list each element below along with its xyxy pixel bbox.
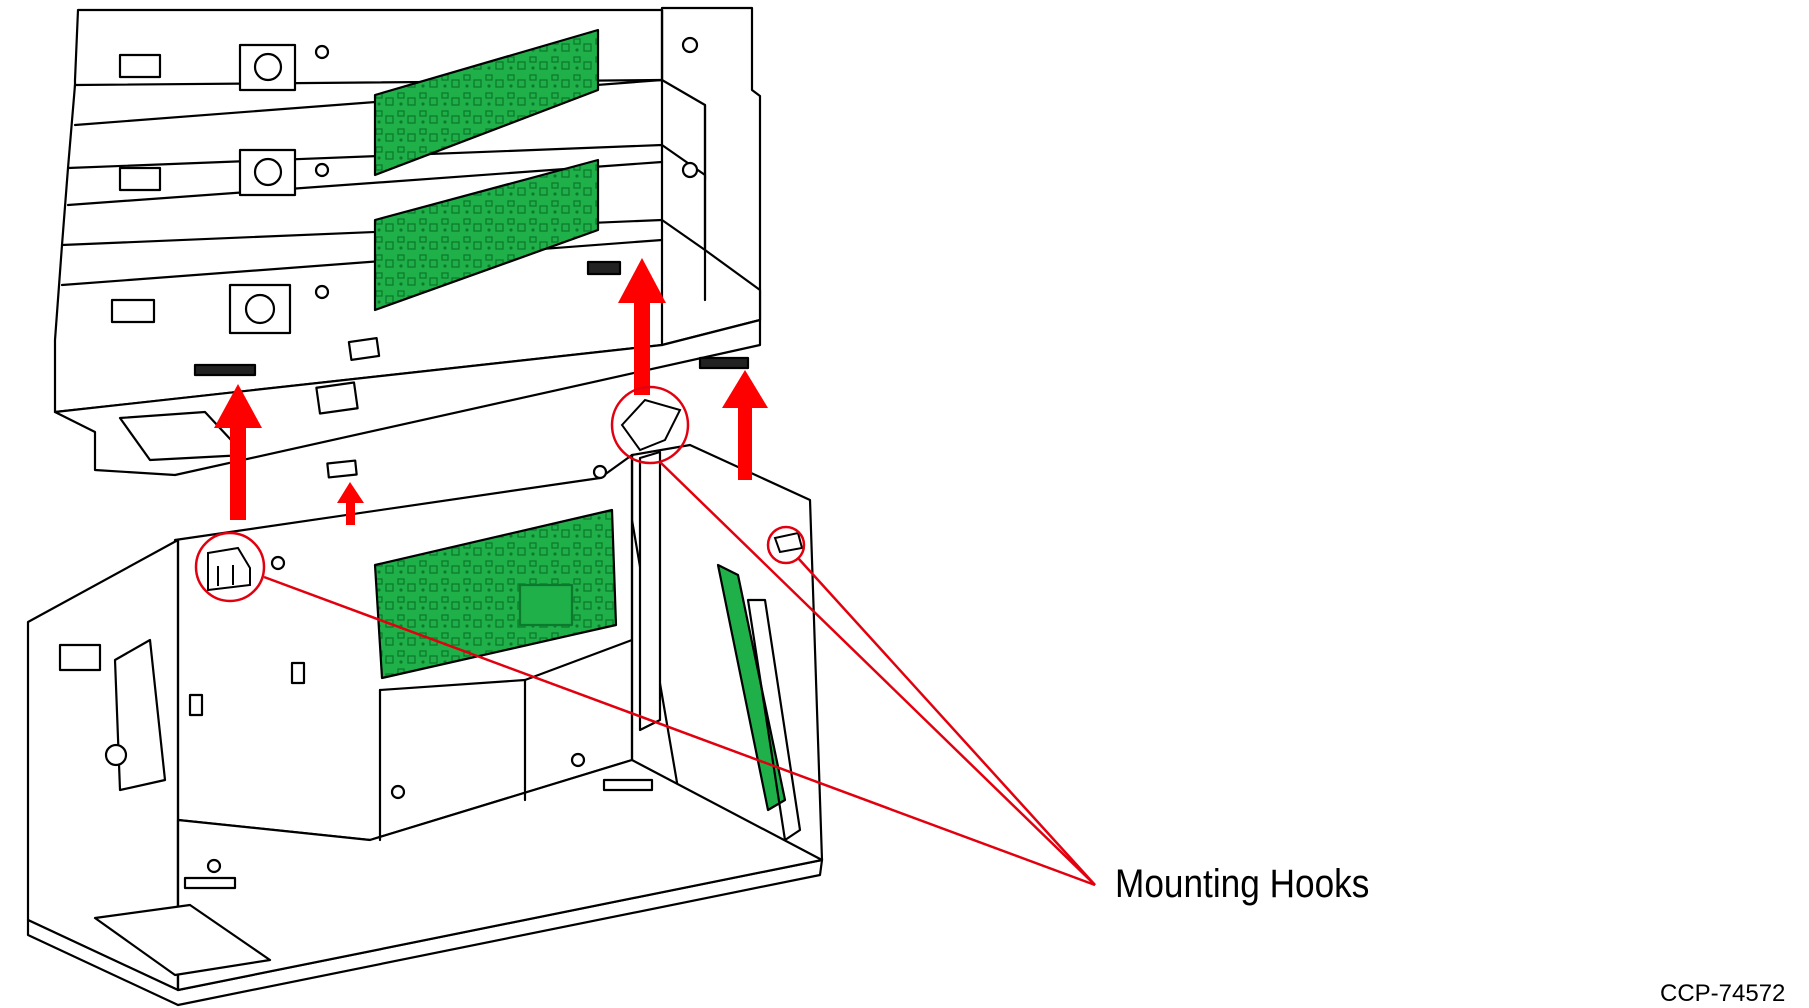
callout-circle-right [766,525,806,565]
lift-arrow-left [214,384,262,520]
figure-id: CCP-74572 [1660,980,1786,1007]
callout-circle-left [194,531,266,603]
roller-1 [228,43,297,335]
hook-shape-center [620,398,682,452]
callout-circle-center [610,385,690,465]
mounting-hook-callouts [194,385,1096,887]
hook-shape-right [773,531,804,554]
callout-leader-left [263,575,1096,887]
callout-leader-center [659,461,1096,886]
lower-circuit-board [373,508,618,680]
mounting-hooks-label: Mounting Hooks [1115,862,1370,906]
lift-arrow-small [337,482,364,525]
callout-leader-right [797,557,1096,886]
lift-arrow-right [722,370,768,480]
lift-arrow-center [618,258,666,395]
lower-base-unit [26,443,824,1007]
lift-arrows [214,258,768,525]
upper-circuit-board-1 [373,28,600,177]
upper-circuit-board-2 [373,158,600,312]
side-rail-board [716,563,787,812]
